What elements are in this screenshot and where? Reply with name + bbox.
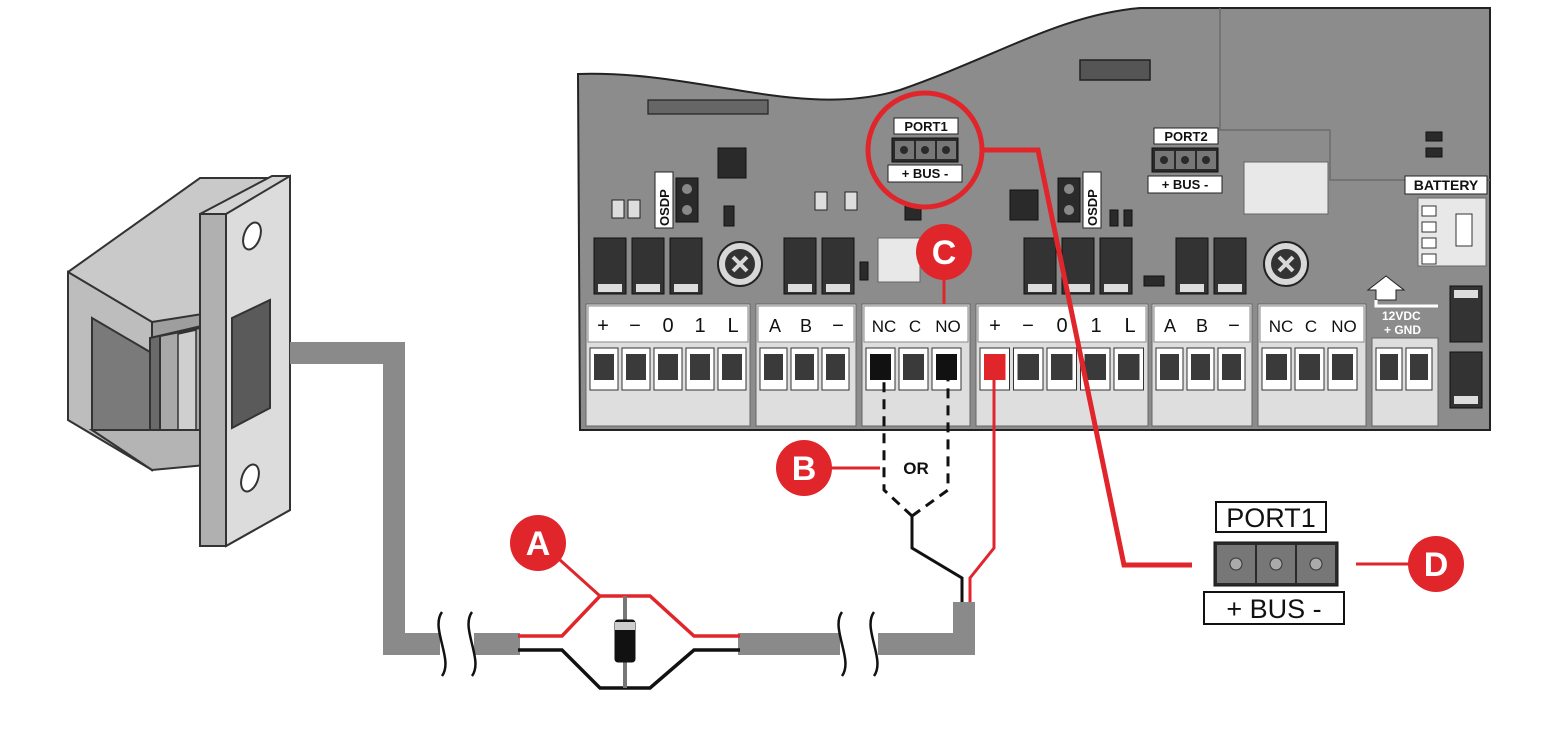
terminal-label: C [1305,317,1317,336]
terminal-label: NC [1269,317,1294,336]
terminal-label: NO [935,317,961,336]
terminal-label: − [1022,315,1034,337]
callout-d: D [1356,536,1464,592]
strike-cable [290,342,975,677]
terminal-label: + [597,315,609,337]
port1-bus-board: + BUS - [902,166,949,181]
terminal-label: L [1124,315,1135,337]
terminal-screw [1118,354,1140,380]
terminal-screw [1299,354,1320,380]
terminal-label: − [1228,315,1240,337]
callout-b: B [776,440,880,496]
controller-board: OSDP OSDP PORT1 + BUS - PORT2 [576,7,1491,431]
port1-detail-label: PORT1 [1226,503,1316,533]
osdp-jumper-left: OSDP [654,171,699,229]
terminal-screw [903,354,924,380]
terminal-label: NC [872,317,897,336]
callout-d-label: D [1424,546,1449,584]
terminal-screw [1380,354,1398,380]
terminal-label: − [832,315,844,337]
power-polarity-label: + GND [1384,323,1421,337]
port1-detail-bus: + BUS - [1226,594,1321,624]
port1-header-board: PORT1 + BUS - [887,117,963,183]
terminal-screw [1051,354,1073,380]
screw-left [717,241,763,287]
terminal-screw [1222,354,1241,380]
terminal-screw [658,354,678,380]
port2-header-board: PORT2 + BUS - [1147,127,1223,194]
terminal-label: NO [1331,317,1357,336]
component-row [593,237,1483,409]
terminal-label: − [629,315,641,337]
callout-b-label: B [792,450,817,488]
battery-connector: BATTERY [1404,175,1488,267]
terminal-screw [626,354,646,380]
terminal-label: L [727,315,738,337]
terminal-screw [690,354,710,380]
terminal-screw [764,354,783,380]
power-input-marker: 12VDC + GND [1366,275,1438,337]
terminal-label: 1 [694,315,705,337]
callout-a: A [510,515,602,598]
terminal-screw [936,354,957,380]
terminal-screw [1191,354,1210,380]
terminal-labels: + − 0 1 L A B − NC C NO + − 0 1 L A B − … [597,315,1357,337]
terminal-label: B [800,316,812,336]
terminal-screw [1410,354,1428,380]
terminal-label: + [989,315,1001,337]
terminal-screw [1017,354,1039,380]
port2-label-board: PORT2 [1164,129,1207,144]
callout-a-label: A [526,525,551,563]
screw-right [1263,241,1309,287]
port2-bus-board: + BUS - [1162,177,1209,192]
terminal-screw [870,354,891,380]
terminal-screw [722,354,742,380]
strike-wires: OR [882,370,996,602]
terminal-label: A [1164,316,1176,336]
terminal-screw [1084,354,1106,380]
electric-door-strike [67,174,291,548]
terminal-label: B [1196,316,1208,336]
power-voltage-label: 12VDC [1382,309,1421,323]
or-label: OR [903,459,929,478]
port1-detail: PORT1 + BUS - [1203,501,1345,625]
terminal-label: 0 [1056,315,1067,337]
port1-highlight [865,90,1192,568]
osdp-label-left: OSDP [657,189,672,226]
terminal-label: C [909,317,921,336]
callout-c: C [916,224,972,304]
terminal-screw [1160,354,1179,380]
terminal-screw [795,354,814,380]
port1-label-board: PORT1 [904,119,947,134]
terminal-label: 1 [1090,315,1101,337]
terminal-screw [1332,354,1353,380]
callout-c-label: C [932,234,957,272]
terminal-screw [594,354,614,380]
terminal-screw [984,354,1006,380]
terminal-label: A [769,316,781,336]
battery-label: BATTERY [1414,177,1479,193]
osdp-jumper-right: OSDP [1057,171,1102,229]
terminal-screw [826,354,845,380]
terminal-screw [1266,354,1287,380]
terminal-label: 0 [662,315,673,337]
diode-assembly [518,594,740,690]
osdp-label-right: OSDP [1085,189,1100,226]
